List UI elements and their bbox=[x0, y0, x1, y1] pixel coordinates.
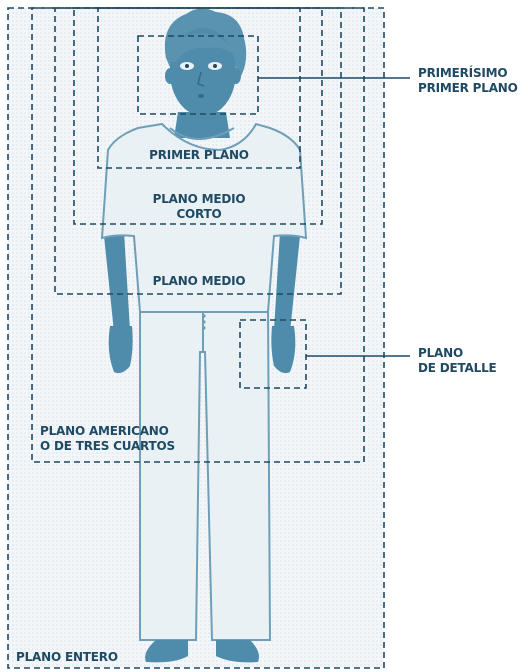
label-line: O DE TRES CUARTOS bbox=[40, 439, 175, 454]
label-plano-americano: PLANO AMERICANO O DE TRES CUARTOS bbox=[40, 424, 175, 454]
label-line: DE DETALLE bbox=[418, 361, 497, 376]
label-primerisimo-primer-plano: PRIMERÍSIMO PRIMER PLANO bbox=[418, 66, 518, 96]
label-plano-medio-corto: PLANO MEDIO CORTO bbox=[136, 192, 262, 222]
label-line: PLANO bbox=[418, 346, 497, 361]
label-line: PLANO AMERICANO bbox=[40, 424, 175, 439]
label-line: PLANO MEDIO bbox=[136, 192, 262, 207]
label-plano-medio: PLANO MEDIO bbox=[136, 274, 262, 289]
label-line: PLANO MEDIO bbox=[136, 274, 262, 289]
trouser-buttons bbox=[202, 314, 205, 329]
label-line: PRIMER PLANO bbox=[418, 81, 518, 96]
label-plano-entero: PLANO ENTERO bbox=[16, 650, 118, 665]
label-line: PRIMER PLANO bbox=[136, 148, 262, 163]
label-line: CORTO bbox=[136, 207, 262, 222]
label-line: PRIMERÍSIMO bbox=[418, 66, 518, 81]
label-line: PLANO ENTERO bbox=[16, 650, 118, 665]
label-plano-detalle: PLANO DE DETALLE bbox=[418, 346, 497, 376]
mouth bbox=[198, 94, 204, 98]
label-primer-plano: PRIMER PLANO bbox=[136, 148, 262, 163]
